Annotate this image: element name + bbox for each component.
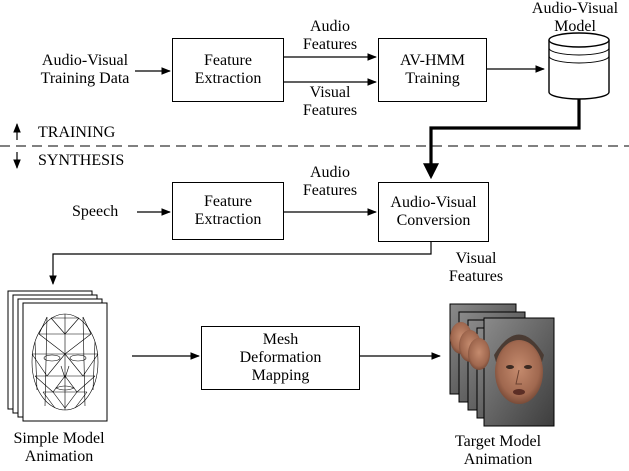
mesh-deformation-mapping-box: Mesh Deformation Mapping xyxy=(201,326,360,390)
training-audio-features-label: Audio Features xyxy=(292,18,368,54)
training-visual-features-line1: Visual xyxy=(309,84,351,101)
synthesis-feature-extraction-box: Feature Extraction xyxy=(172,182,284,240)
synthesis-audio-features-label: Audio Features xyxy=(290,164,370,200)
arrow-conversion-to-simple-model xyxy=(49,242,432,285)
training-visual-features-label: Visual Features xyxy=(292,84,368,120)
synthesis-visual-features-line1: Visual xyxy=(455,250,497,267)
synthesis-visual-features-label: Visual Features xyxy=(436,250,516,286)
synthesis-feature-extraction-line2: Extraction xyxy=(194,211,262,228)
training-data-label: Audio-Visual Training Data xyxy=(33,52,137,88)
conversion-line2: Conversion xyxy=(396,212,471,229)
model-label: Audio-Visual Model xyxy=(522,0,628,36)
training-label: TRAINING xyxy=(38,124,116,141)
target-model-line1: Target Model xyxy=(454,433,542,450)
mapping-line2: Deformation xyxy=(239,349,322,366)
speech-label: Speech xyxy=(72,203,119,220)
synthesis-audio-features-line2: Features xyxy=(302,182,358,199)
synthesis-audio-features-line1: Audio xyxy=(310,164,350,181)
model-label-line2: Model xyxy=(554,18,596,35)
training-visual-features-line2: Features xyxy=(302,102,358,119)
training-feature-extraction-line1: Feature xyxy=(204,52,252,69)
wireframe-face-stack xyxy=(7,290,108,422)
simple-model-line1: Simple Model xyxy=(13,430,105,447)
simple-model-label: Simple Model Animation xyxy=(0,430,118,466)
training-audio-features-line2: Features xyxy=(302,36,358,53)
training-feature-extraction-line2: Extraction xyxy=(194,70,262,87)
avhmm-training-line2: Training xyxy=(405,70,460,87)
face-icon xyxy=(494,334,544,404)
database-icon xyxy=(548,32,610,100)
training-feature-extraction-box: Feature Extraction xyxy=(172,38,284,102)
audio-visual-conversion-box: Audio-Visual Conversion xyxy=(378,182,489,242)
training-data-label-line2: Training Data xyxy=(40,70,130,87)
avhmm-training-box: AV-HMM Training xyxy=(378,38,487,102)
target-model-label: Target Model Animation xyxy=(436,433,560,469)
conversion-line1: Audio-Visual xyxy=(390,194,477,211)
synthesis-visual-features-line2: Features xyxy=(448,268,504,285)
avhmm-training-line1: AV-HMM xyxy=(400,52,465,69)
mapping-line3: Mapping xyxy=(251,367,310,384)
model-label-line1: Audio-Visual xyxy=(531,0,619,17)
training-audio-features-line1: Audio xyxy=(310,18,350,35)
target-model-line2: Animation xyxy=(463,451,533,468)
synthesis-label: SYNTHESIS xyxy=(38,152,125,169)
arrow-model-to-conversion xyxy=(423,99,581,180)
synthesis-feature-extraction-line1: Feature xyxy=(204,193,252,210)
mapping-line1: Mesh xyxy=(262,331,299,348)
training-data-label-line1: Audio-Visual xyxy=(41,52,129,69)
rendered-face-stack xyxy=(449,303,555,427)
simple-model-line2: Animation xyxy=(24,448,94,465)
